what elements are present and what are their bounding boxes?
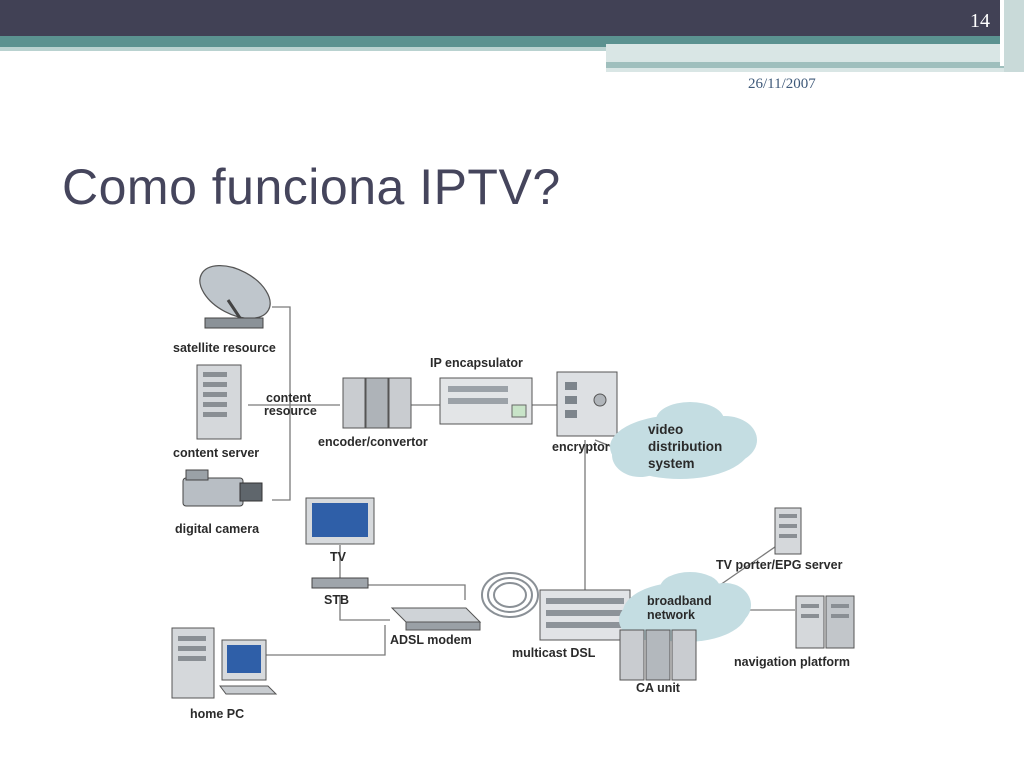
label-navigation-platform: navigation platform	[734, 655, 850, 669]
label-encoder: encoder/convertor	[318, 435, 428, 449]
label-video-1: video	[648, 422, 683, 437]
connection-lines	[248, 306, 795, 656]
stb-icon	[311, 577, 369, 589]
header-light-band	[0, 47, 1010, 51]
label-tv: TV	[330, 550, 347, 564]
digital-camera-icon	[182, 469, 263, 507]
label-digital-camera: digital camera	[175, 522, 260, 536]
navigation-platform-icon	[795, 595, 855, 649]
satellite-dish-icon	[199, 265, 271, 329]
ca-unit-icon	[619, 629, 697, 681]
multicast-dsl-icon	[539, 589, 631, 641]
encryptor-icon	[556, 371, 618, 437]
label-content-resource-2: resource	[264, 404, 317, 418]
tv-icon	[305, 497, 375, 545]
label-multicast-dsl: multicast DSL	[512, 646, 596, 660]
adsl-modem-icon	[390, 607, 482, 631]
header-edge-band	[1004, 0, 1024, 72]
header-right-stripe	[606, 62, 1004, 68]
label-encryptor: encryptor	[552, 440, 610, 454]
label-content-resource-1: content	[266, 391, 312, 405]
video-distribution-cloud	[610, 402, 757, 479]
label-ip-encapsulator: IP encapsulator	[430, 356, 523, 370]
slide-date: 26/11/2007	[748, 76, 816, 92]
header-teal-band	[0, 36, 1024, 47]
label-stb: STB	[324, 593, 349, 607]
home-pc-icon	[171, 627, 278, 699]
slide-number: 14	[970, 10, 990, 32]
epg-server-icon	[774, 507, 802, 555]
encoder-icon	[342, 377, 412, 429]
label-broadband-1: broadband	[647, 594, 712, 608]
header-dark-band	[0, 0, 1024, 36]
slide-title: Como funciona IPTV?	[62, 159, 561, 215]
header-edge-gap	[1000, 0, 1004, 66]
label-video-3: system	[648, 456, 695, 471]
label-tv-porter: TV porter/EPG server	[716, 558, 843, 572]
ip-encapsulator-icon	[439, 377, 533, 425]
label-adsl-modem: ADSL modem	[390, 633, 472, 647]
label-ca-unit: CA unit	[636, 681, 681, 695]
label-broadband-2: network	[647, 608, 695, 622]
cable-coil-icon	[481, 572, 539, 618]
label-satellite-resource: satellite resource	[173, 341, 276, 355]
label-content-server: content server	[173, 446, 259, 460]
label-home-pc: home PC	[190, 707, 244, 721]
label-video-2: distribution	[648, 439, 722, 454]
content-server-icon	[196, 364, 242, 440]
